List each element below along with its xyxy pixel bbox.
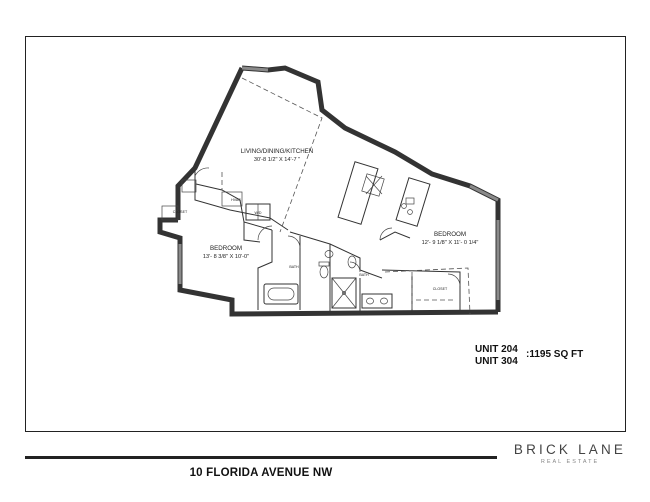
bedroom-left-dims: 13'- 8 3/8" X 10'-0" [203,254,249,260]
door-swings [194,167,461,287]
wd-label: W/D [255,211,262,215]
bath-right-label: BATH [359,273,369,277]
property-address: 10 FLORIDA AVENUE NW [189,467,333,479]
bathtub [263,283,299,305]
shower [331,277,357,309]
toilet-right [347,255,357,269]
drawing-frame [25,36,626,432]
interior-walls [194,168,461,312]
kitchen-counter [395,177,431,227]
brand-logo: BRICK LANE REAL ESTATE [503,442,637,465]
square-footage: :1195 SQ FT [526,349,584,360]
unit-line: UNIT 204 [475,344,518,355]
brand-name: BRICK LANE [513,442,627,457]
closet-right-label: CLOSET [433,287,448,291]
brand-subtitle: REAL ESTATE [540,459,600,465]
bedroom-right-dims: 12'- 9 1/8" X 11'- 0 1/4" [422,240,479,246]
closet-left-label: CLOSET [173,210,188,214]
overhead-dashed-lines [221,77,471,315]
unit-line: UNIT 304 [475,356,518,367]
hvac-label: HVAC [231,198,241,202]
bedroom-right-label: BEDROOM [434,231,466,238]
toilet-left [318,261,330,279]
footer-rule [25,456,497,459]
washer-dryer [245,203,271,221]
living-label: LIVING/DINING/KITCHEN [241,148,314,155]
exterior-walls [157,65,501,317]
sink-left [324,250,334,258]
living-dims: 30'-8 1/2" X 14'-7 " [254,157,300,163]
hvac-unit [221,191,243,207]
kitchen-island [337,161,385,225]
vanity [361,293,393,309]
entry-closet [161,179,197,221]
bedroom-left-label: BEDROOM [210,245,242,252]
unit-numbers: UNIT 204 UNIT 304 [475,344,518,368]
bath-left-label: BATH [289,265,299,269]
